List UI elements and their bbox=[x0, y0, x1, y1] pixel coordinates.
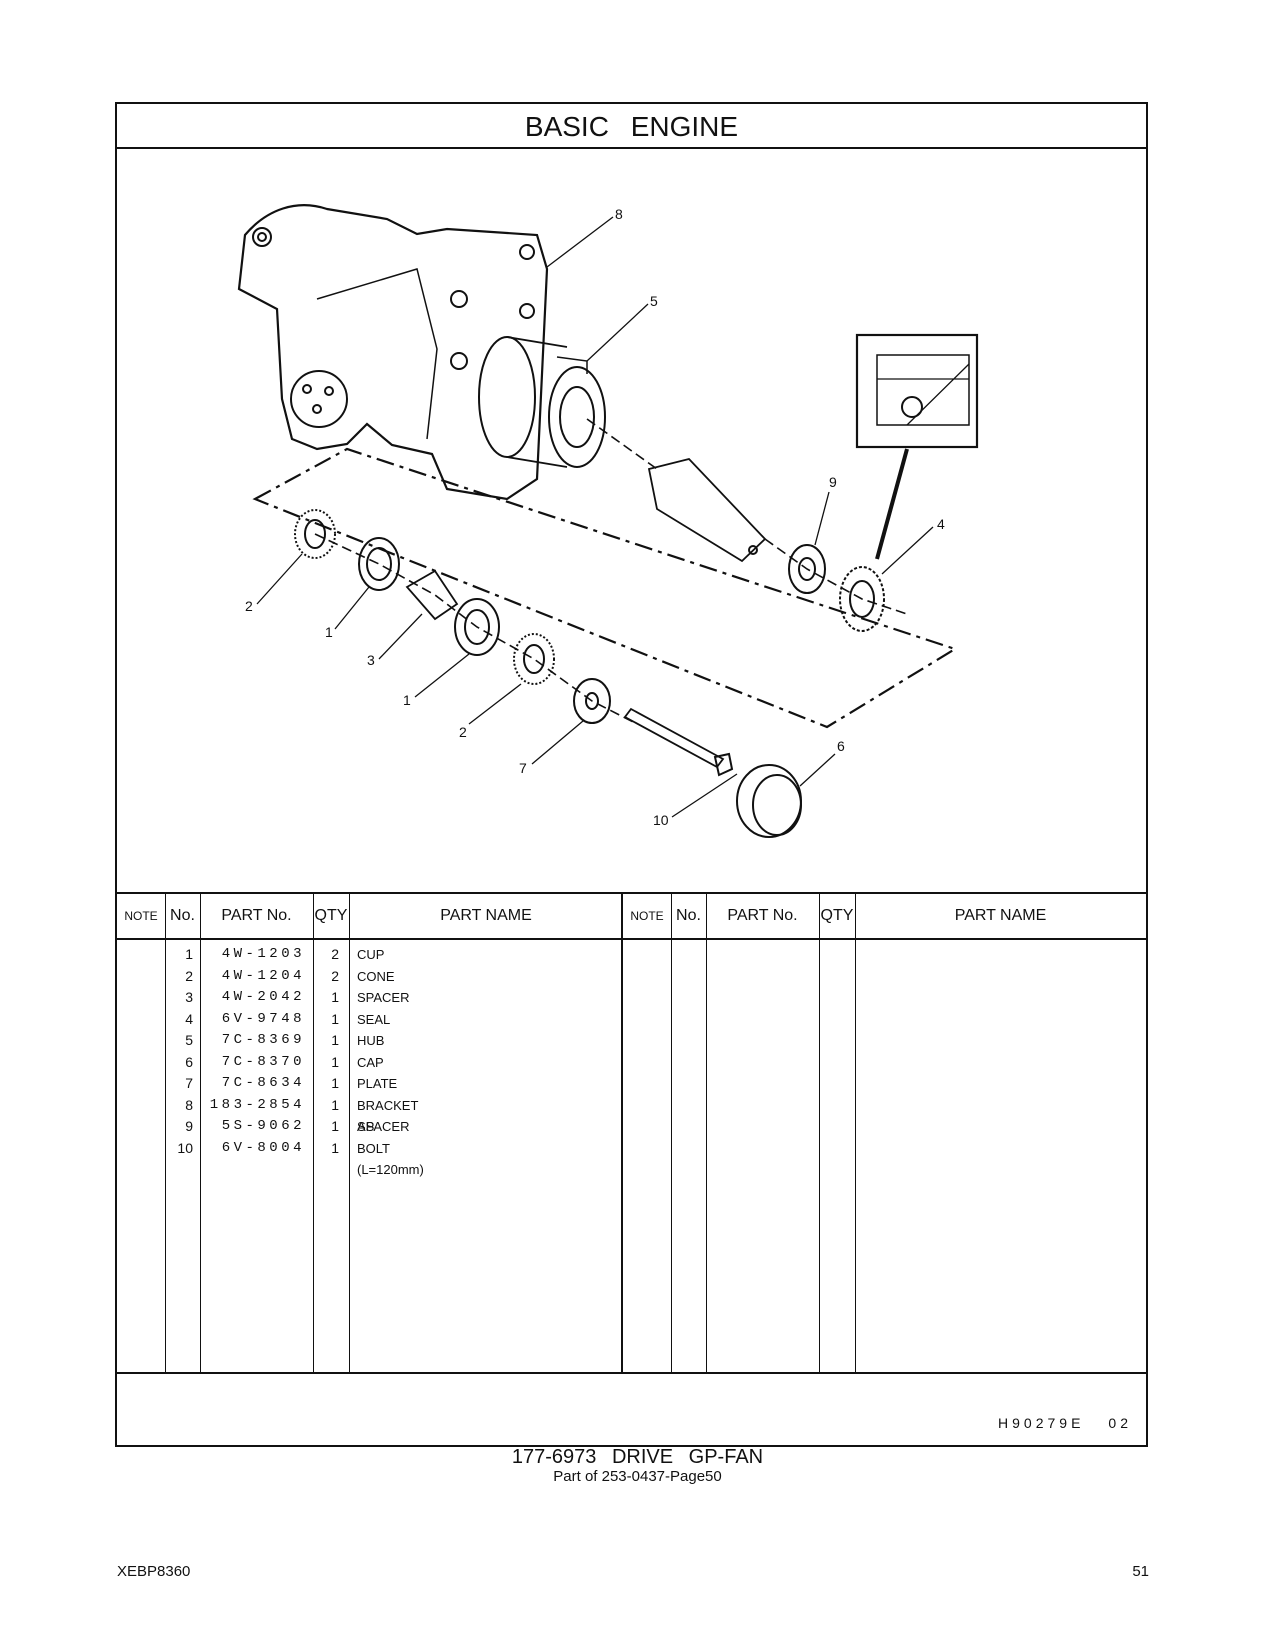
shaft bbox=[647, 457, 767, 563]
header-qty: QTY bbox=[314, 907, 348, 924]
callout-9: 9 bbox=[829, 474, 837, 490]
table-row-no-5: 5 bbox=[185, 1032, 193, 1048]
bracket-hole bbox=[252, 227, 272, 247]
group-reference: Part of 253-0437-Page50 bbox=[553, 1468, 722, 1485]
document-number: XEBP8360 bbox=[117, 1563, 191, 1580]
header-no: No. bbox=[170, 907, 195, 924]
table-row-pn-2: 4W-1204 bbox=[221, 967, 305, 984]
header-qty-2: QTY bbox=[820, 907, 854, 924]
bolt bbox=[623, 707, 725, 769]
callout-2: 2 bbox=[245, 598, 253, 614]
callout-2b: 2 bbox=[459, 724, 467, 740]
table-row-nm-4: SEAL bbox=[357, 1011, 391, 1027]
table-row-nm-8: BRACKET AS bbox=[357, 1097, 419, 1135]
table-row-pn-6: 7C-8370 bbox=[221, 1053, 305, 1070]
table-row-qty-9: 1 bbox=[331, 1118, 339, 1134]
callout-5: 5 bbox=[650, 293, 658, 309]
illustration-revision: 02 bbox=[1108, 1415, 1132, 1431]
seal-detail-box bbox=[855, 333, 979, 449]
table-row-qty-10: 1 bbox=[331, 1139, 339, 1156]
table-row-no-3: 3 bbox=[185, 989, 193, 1005]
table-row-pn-7: 7C-8634 bbox=[221, 1075, 305, 1091]
table-row-nm-7: PLATE bbox=[357, 1076, 398, 1091]
table-row-no-1: 1 bbox=[185, 946, 193, 962]
table-row-pn-3: 4W-2042 bbox=[221, 989, 305, 1005]
cup-ring bbox=[454, 598, 500, 656]
table-row-nm-9: SPACER bbox=[357, 1119, 410, 1134]
header-part-name-2: PART NAME bbox=[954, 907, 1047, 924]
group-title: 177-6973 DRIVE GP-FAN bbox=[511, 1446, 764, 1468]
plate-washer bbox=[573, 678, 611, 724]
hub-flange bbox=[478, 336, 536, 458]
header-note: NOTE bbox=[124, 909, 158, 923]
callout-7: 7 bbox=[519, 760, 527, 776]
header-note-2: NOTE bbox=[630, 909, 664, 923]
assembly-envelope bbox=[252, 447, 958, 729]
seal-ring bbox=[839, 566, 885, 632]
table-row-qty-3: 1 bbox=[331, 989, 339, 1005]
parts-table: NOTE No. PART No. QTY PART NAME NOTE No.… bbox=[117, 892, 1146, 1374]
illustration-code: H90279E 02 bbox=[998, 1415, 1132, 1431]
table-row-pn-9: 5S-9062 bbox=[221, 1118, 305, 1134]
table-row-qty-4: 1 bbox=[331, 1010, 339, 1027]
table-row-no-10: 10 bbox=[177, 1139, 193, 1156]
cup-ring bbox=[358, 537, 400, 591]
exploded-view-illustration: 8 5 9 4 2 1 3 1 2 7 6 10 bbox=[117, 149, 1146, 892]
table-row-qty-6: 1 bbox=[331, 1053, 339, 1070]
cone-bearing bbox=[294, 509, 336, 559]
hub-body bbox=[548, 366, 606, 468]
table-row-no-4: 4 bbox=[185, 1010, 193, 1027]
table-row-no-9: 9 bbox=[185, 1118, 193, 1134]
table-row-nm-3: SPACER bbox=[357, 990, 410, 1005]
table-row-qty-5: 1 bbox=[331, 1032, 339, 1048]
table-row-qty-7: 1 bbox=[331, 1075, 339, 1091]
section-title: BASIC ENGINE bbox=[117, 104, 1146, 149]
bracket-outline bbox=[237, 204, 549, 501]
table-row-no-6: 6 bbox=[185, 1053, 193, 1070]
callout-10: 10 bbox=[653, 812, 669, 828]
table-row-qty-8: 1 bbox=[331, 1096, 339, 1113]
spacer-ring bbox=[788, 544, 826, 594]
exploded-view-svg: 8 5 9 4 2 1 3 1 2 7 6 10 bbox=[237, 204, 979, 838]
page-number: 51 bbox=[1132, 1563, 1149, 1580]
illustration-id: H90279E bbox=[998, 1415, 1085, 1431]
table-row-no-2: 2 bbox=[185, 967, 193, 984]
table-row-pn-5: 7C-8369 bbox=[221, 1032, 305, 1048]
parts-frame: BASIC ENGINE bbox=[115, 102, 1148, 1447]
table-row-pn-8: 183-2854 bbox=[209, 1096, 305, 1113]
table-row-qty-2: 2 bbox=[331, 967, 339, 984]
callout-1: 1 bbox=[325, 624, 333, 640]
callout-1b: 1 bbox=[403, 692, 411, 708]
table-row-nm-5: HUB bbox=[357, 1033, 385, 1048]
table-row-no-7: 7 bbox=[185, 1075, 193, 1091]
callout-6: 6 bbox=[837, 738, 845, 754]
table-row-qty-1: 2 bbox=[331, 946, 339, 962]
bracket-hole bbox=[519, 244, 535, 260]
table-row-pn-1: 4W-1203 bbox=[221, 946, 305, 962]
table-row-pn-10: 6V-8004 bbox=[221, 1139, 305, 1156]
header-part-name: PART NAME bbox=[440, 907, 532, 924]
table-row-nm-10: BOLT (L=120mm) bbox=[357, 1140, 424, 1178]
header-no-2: No. bbox=[676, 907, 701, 924]
callout-8: 8 bbox=[615, 206, 623, 222]
header-part-no: PART No. bbox=[221, 907, 292, 924]
header-part-no-2: PART No. bbox=[727, 907, 798, 924]
cone-bearing bbox=[513, 633, 555, 685]
callout-3: 3 bbox=[367, 652, 375, 668]
callout-4: 4 bbox=[937, 516, 945, 532]
table-row-nm-2: CONE bbox=[357, 968, 395, 984]
bracket-boss bbox=[290, 370, 348, 428]
table-row-no-8: 8 bbox=[185, 1096, 193, 1113]
spacer-tube bbox=[405, 569, 459, 621]
header-divider bbox=[117, 938, 1146, 940]
table-row-nm-6: CAP bbox=[357, 1054, 384, 1070]
table-row-pn-4: 6V-9748 bbox=[221, 1010, 305, 1027]
table-row-nm-1: CUP bbox=[357, 947, 385, 962]
